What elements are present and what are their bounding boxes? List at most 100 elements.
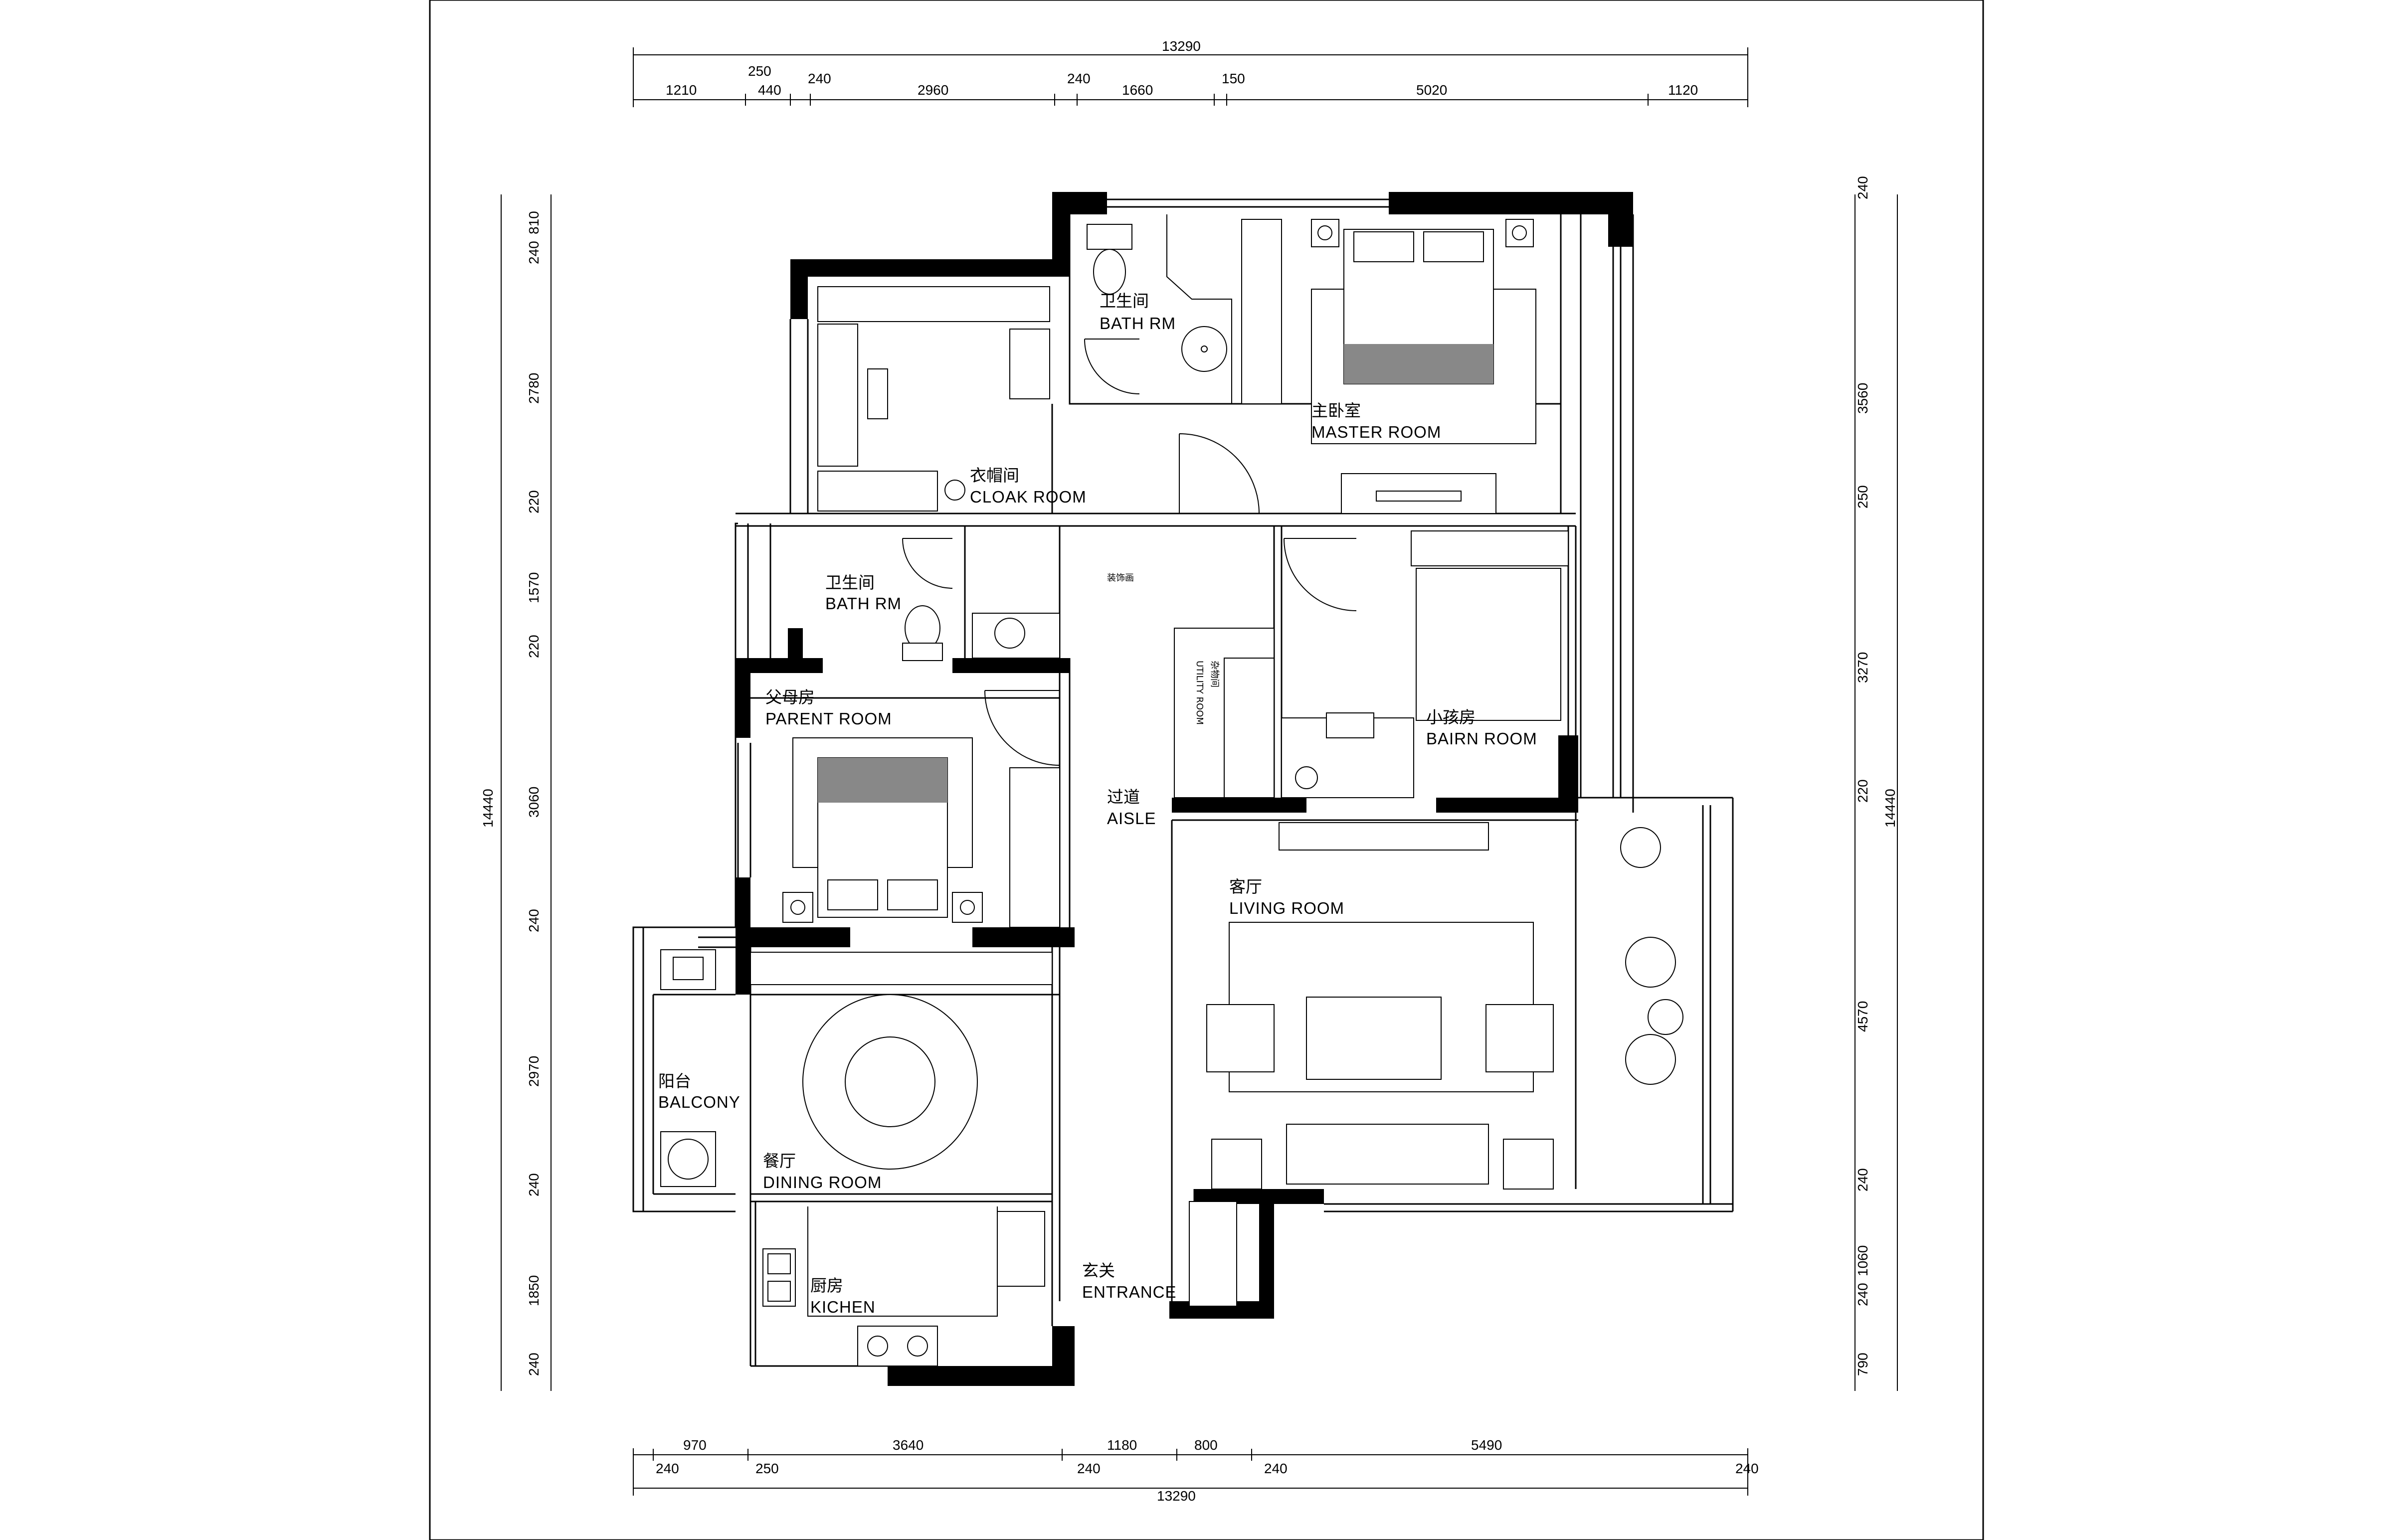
walls-outline [632, 198, 1734, 1367]
label-cloak-room: 衣帽间 CLOAK ROOM [970, 466, 1086, 506]
dim-bottom: 5490 [1471, 1437, 1502, 1453]
dimension-bottom: 970 3640 1180 800 5490 240 250 240 240 2… [633, 1437, 1759, 1504]
svg-text:BAIRN ROOM: BAIRN ROOM [1426, 729, 1537, 748]
svg-text:BATH RM: BATH RM [1100, 314, 1176, 333]
svg-text:UTILITY ROOM: UTILITY ROOM [1194, 661, 1205, 725]
label-master-room: 主卧室 MASTER ROOM [1311, 401, 1441, 441]
master-tv-icon [1376, 491, 1462, 502]
label-utility-room: 杂物间 UTILITY ROOM [1194, 661, 1220, 725]
label-bairn-room: 小孩房 BAIRN ROOM [1426, 707, 1537, 748]
master-bed-icon [1311, 219, 1536, 444]
toilet-icon [1087, 224, 1132, 295]
dim-right-total: 14440 [1882, 789, 1898, 828]
dim-top: 1660 [1122, 82, 1153, 98]
kitchen-counter [762, 1206, 1045, 1367]
dim-left-total: 14440 [480, 789, 496, 828]
dim-left: 810 [526, 211, 542, 234]
dim-right: 3560 [1855, 383, 1870, 414]
dim-left: 1850 [526, 1275, 542, 1306]
dim-top: 1210 [666, 82, 697, 98]
dim-bottom: 240 [1264, 1461, 1288, 1476]
label-decor-wall: 装饰画 [1107, 573, 1134, 583]
wardrobe-master [1241, 219, 1282, 404]
light-icon [944, 480, 965, 501]
svg-text:阳台: 阳台 [658, 1071, 691, 1091]
dim-top: 240 [808, 71, 831, 86]
svg-text:厨房: 厨房 [810, 1276, 843, 1295]
svg-text:小孩房: 小孩房 [1426, 707, 1476, 727]
sink-icon [972, 613, 1060, 659]
dim-bottom: 240 [1735, 1461, 1759, 1476]
label-bath-master: 卫生间 BATH RM [1100, 291, 1176, 333]
dim-bottom: 1180 [1107, 1437, 1137, 1453]
svg-text:杂物间: 杂物间 [1209, 661, 1220, 687]
svg-text:玄关: 玄关 [1082, 1261, 1115, 1280]
balcony-sink-icon [660, 949, 716, 990]
doors [902, 339, 1357, 766]
toilet-icon [902, 605, 943, 661]
dim-left: 2780 [526, 373, 542, 404]
dim-left: 1570 [526, 572, 542, 603]
dim-right: 1060 [1855, 1245, 1870, 1276]
svg-text:ENTRANCE: ENTRANCE [1082, 1283, 1177, 1301]
walls-solid [736, 192, 1633, 1386]
dimension-top: 13290 250 240 240 150 1210 440 2960 1660… [633, 38, 1748, 107]
svg-text:卫生间: 卫生间 [1100, 291, 1149, 311]
dim-bottom-total: 13290 [1157, 1488, 1196, 1504]
svg-text:主卧室: 主卧室 [1311, 401, 1361, 420]
label-dining-room: 餐厅 DINING ROOM [763, 1151, 882, 1192]
lounge-chairs-icon [1620, 827, 1683, 1085]
dim-bottom: 800 [1194, 1437, 1218, 1453]
dim-left: 3060 [526, 787, 542, 818]
utility-cabinet [1174, 628, 1275, 798]
label-bath-2: 卫生间 BATH RM [825, 573, 902, 613]
dim-left: 240 [526, 1353, 542, 1376]
svg-text:BATH RM: BATH RM [825, 594, 902, 613]
svg-text:父母房: 父母房 [765, 687, 815, 707]
bairn-bed-icon [1281, 530, 1569, 798]
sheet-border [429, 0, 1984, 1540]
svg-text:LIVING ROOM: LIVING ROOM [1229, 899, 1344, 917]
label-parent-room: 父母房 PARENT ROOM [765, 687, 892, 728]
dim-bottom: 3640 [893, 1437, 924, 1453]
dimension-right: 14440 240 3560 250 3270 220 4570 240 106… [1854, 176, 1898, 1391]
sofa-icon [1206, 922, 1554, 1190]
svg-text:餐厅: 餐厅 [763, 1151, 796, 1171]
dining-table-icon [750, 952, 1053, 1170]
svg-text:卫生间: 卫生间 [825, 573, 875, 592]
label-entrance: 玄关 ENTRANCE [1082, 1261, 1177, 1301]
dim-top: 150 [1222, 71, 1245, 86]
dim-left: 240 [526, 909, 542, 932]
dim-right: 790 [1855, 1353, 1870, 1376]
dim-left: 240 [526, 1173, 542, 1197]
dimension-left: 14440 810 240 2780 220 1570 220 3060 240… [480, 194, 552, 1391]
dim-bottom: 240 [1077, 1461, 1101, 1476]
dim-bottom: 250 [755, 1461, 779, 1476]
dim-top: 440 [758, 82, 781, 98]
dim-top: 1120 [1668, 82, 1698, 98]
dim-bottom: 240 [656, 1461, 679, 1476]
dim-right: 3270 [1855, 652, 1870, 683]
dim-left: 220 [526, 490, 542, 513]
dim-right: 220 [1855, 779, 1870, 803]
shower-partition [1166, 214, 1232, 404]
dim-top-total: 13290 [1162, 38, 1201, 54]
svg-text:BALCONY: BALCONY [658, 1093, 740, 1111]
svg-text:PARENT ROOM: PARENT ROOM [765, 709, 892, 728]
dim-top: 240 [1067, 71, 1091, 86]
dim-right: 240 [1855, 1168, 1870, 1192]
label-balcony: 阳台 BALCONY [658, 1071, 740, 1111]
svg-text:DINING ROOM: DINING ROOM [763, 1173, 882, 1192]
label-kitchen: 厨房 KICHEN [810, 1276, 875, 1316]
dim-top: 2960 [918, 82, 948, 98]
dim-top: 5020 [1416, 82, 1447, 98]
dim-right: 250 [1855, 485, 1870, 509]
svg-text:过道: 过道 [1107, 787, 1140, 807]
dim-right: 4570 [1855, 1001, 1870, 1032]
dim-left: 240 [526, 241, 542, 264]
parent-bed-icon [782, 737, 1060, 928]
svg-text:AISLE: AISLE [1107, 809, 1156, 828]
svg-text:衣帽间: 衣帽间 [970, 466, 1019, 485]
tv-cabinet [1279, 822, 1489, 851]
